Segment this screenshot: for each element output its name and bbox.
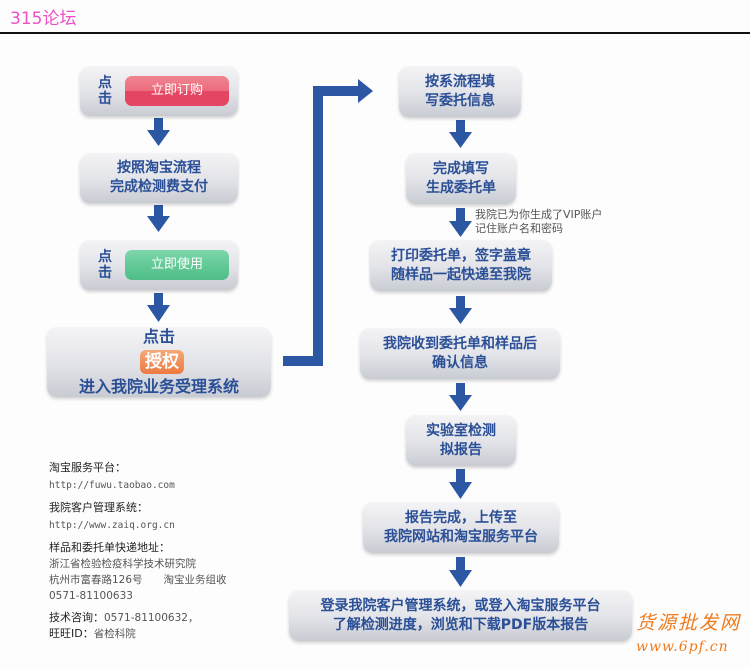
step-pay-box: 按照淘宝流程 完成检测费支付 (80, 153, 238, 203)
step-use-box: 点 击 立即使用 (80, 240, 238, 290)
wangwang-id: 省检科院 (93, 628, 136, 640)
step-download-box: 登录我院客户管理系统，或登入淘宝服务平台 了解检测进度，浏览和下载PDF版本报告 (289, 590, 632, 641)
order-now-button[interactable]: 立即订购 (125, 76, 229, 106)
step-upload-box: 报告完成，上传至 我院网站和淘宝服务平台 (363, 502, 559, 553)
note-line: 我院已为你生成了VIP账户 (475, 208, 603, 221)
taobao-link[interactable]: http://fuwu.taobao.com (49, 480, 175, 491)
step-text: 写委托信息 (425, 92, 495, 109)
connector-arrow-icon (283, 79, 373, 366)
address-phone: 0571-81100633 (49, 590, 133, 602)
step-text: 实验室检测 (426, 422, 496, 439)
click-text: 点击 (142, 327, 175, 346)
arrow-down-icon (147, 118, 170, 146)
watermark-url: www.6pf.cn (636, 639, 729, 655)
step-text: 我院收到委托单和样品后 (383, 335, 537, 352)
address-line: 杭州市富春路126号 淘宝业务组收 (49, 574, 227, 586)
step-text: 按照淘宝流程 (117, 160, 201, 176)
click-char: 击 (98, 91, 112, 107)
use-now-button[interactable]: 立即使用 (125, 250, 229, 280)
step-text: 了解检测进度，浏览和下载PDF版本报告 (332, 616, 589, 633)
step-text: 完成填写 (433, 160, 489, 177)
arrow-down-icon (147, 205, 170, 232)
vip-account-note: 我院已为你生成了VIP账户 记住账户名和密码 (475, 208, 602, 236)
step-receive-box: 我院收到委托单和样品后 确认信息 (360, 328, 560, 379)
step-text: 报告完成，上传至 (405, 509, 517, 526)
step-text: 生成委托单 (426, 179, 496, 196)
site-title[interactable]: 315论坛 (10, 9, 77, 29)
step-order-box: 点 击 立即订购 (80, 66, 238, 116)
watermark-title: 货源批发网 (636, 612, 742, 634)
consult-label: 技术咨询： (49, 611, 104, 624)
consult-phone: 0571-81100632， (104, 612, 199, 624)
step-lab-test-box: 实验室检测 拟报告 (406, 415, 516, 466)
header-divider (0, 32, 750, 34)
step-text: 随样品一起快递至我院 (391, 266, 531, 283)
authorize-button[interactable]: 授权 (140, 350, 184, 374)
step-text: 按系流程填 (425, 73, 495, 90)
consult-row: 技术咨询：0571-81100632， (49, 610, 227, 626)
taobao-label: 淘宝服务平台： (49, 461, 126, 474)
step-text: 进入我院业务受理系统 (78, 377, 239, 396)
step-fill-info-box: 按系流程填 写委托信息 (399, 66, 521, 117)
arrow-down-icon (449, 296, 472, 324)
address-label: 样品和委托单快递地址： (49, 541, 170, 554)
address-line: 浙江省检验检疫科学技术研究院 (49, 558, 196, 570)
arrow-down-icon (449, 208, 472, 237)
wangwang-label: 旺旺ID： (49, 627, 94, 640)
arrow-down-icon (449, 120, 472, 148)
step-text: 我院网站和淘宝服务平台 (384, 528, 538, 545)
arrow-down-icon (449, 469, 472, 499)
step-generate-box: 完成填写 生成委托单 (406, 153, 516, 204)
click-char: 击 (98, 265, 112, 281)
note-line: 记住账户名和密码 (475, 222, 563, 235)
step-text: 确认信息 (432, 354, 488, 371)
step-text: 完成检测费支付 (110, 179, 208, 195)
watermark: 货源批发网 www.6pf.cn (636, 608, 741, 655)
step-text: 打印委托单，签字盖章 (391, 247, 531, 264)
click-char: 点 (98, 75, 112, 91)
step-authorize-box: 点击授权 进入我院业务受理系统 (47, 327, 271, 397)
click-label: 点 击 (97, 75, 113, 107)
arrow-down-icon (449, 383, 472, 411)
system-link[interactable]: http://www.zaiq.org.cn (49, 520, 175, 531)
arrow-down-icon (449, 557, 472, 587)
arrow-down-icon (147, 293, 170, 322)
contact-info: 淘宝服务平台： http://fuwu.taobao.com 我院客户管理系统：… (49, 460, 227, 642)
step-text: 拟报告 (440, 441, 482, 458)
click-char: 点 (98, 249, 112, 265)
system-label: 我院客户管理系统： (49, 501, 148, 514)
step-text: 登录我院客户管理系统，或登入淘宝服务平台 (320, 597, 601, 614)
step-print-box: 打印委托单，签字盖章 随样品一起快递至我院 (370, 240, 552, 291)
authorize-line: 点击授权 (134, 324, 184, 374)
wangwang-row: 旺旺ID：省检科院 (49, 626, 227, 642)
click-label: 点 击 (97, 249, 113, 281)
